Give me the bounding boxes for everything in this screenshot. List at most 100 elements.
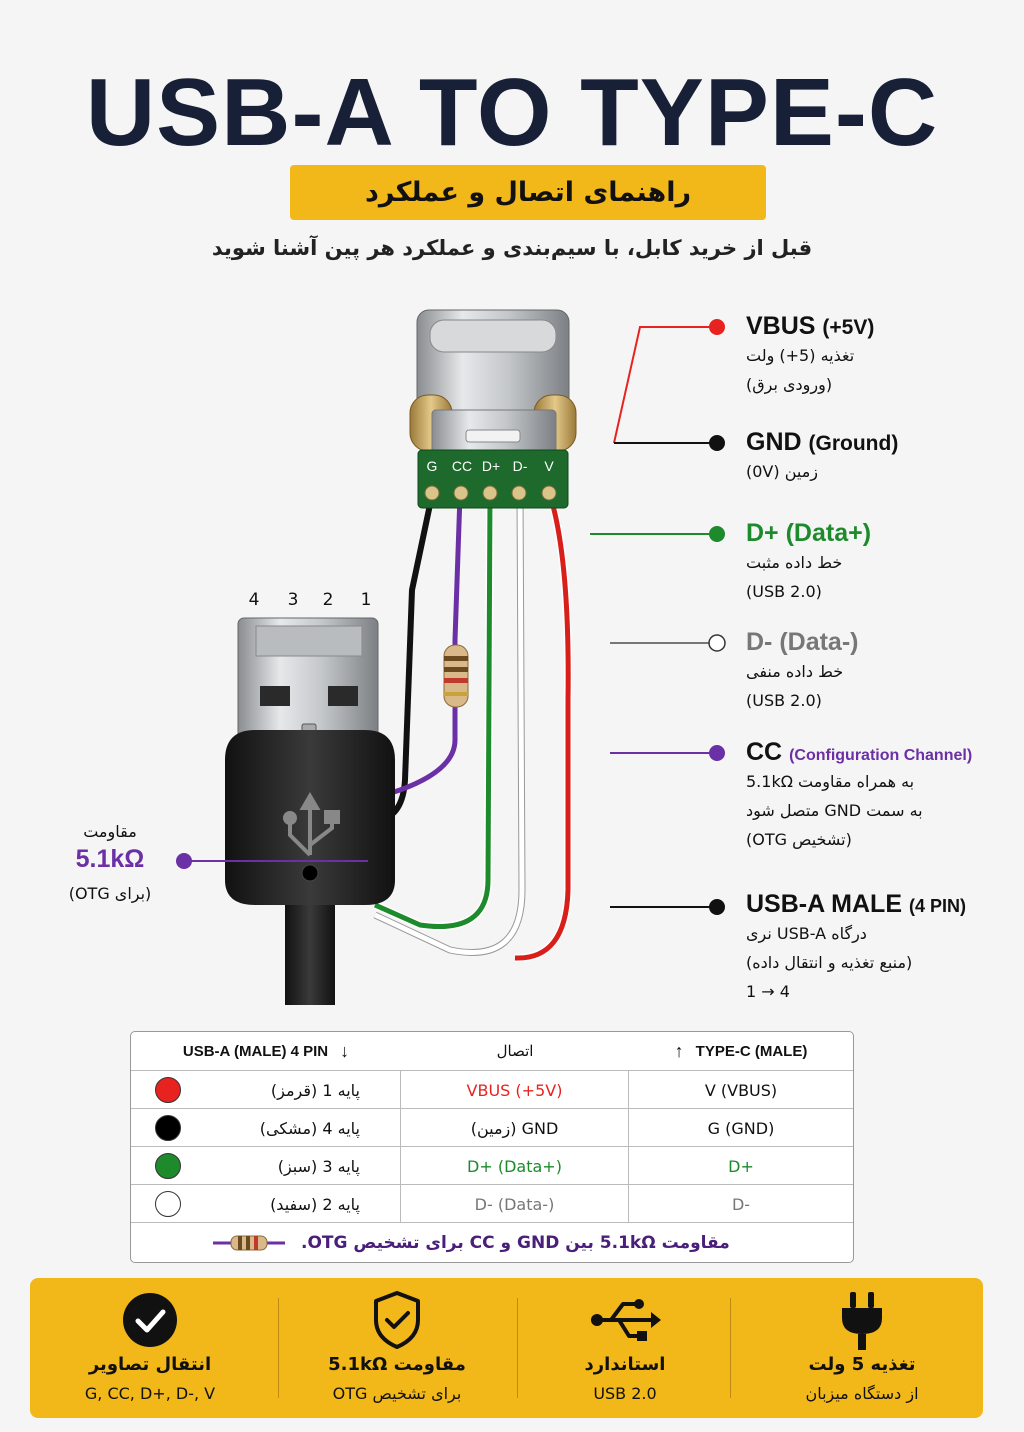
wire-purple [374, 494, 463, 801]
pin-cc-title: CC [746, 738, 783, 766]
table-header-typec-label: TYPE-C (MALE) [695, 1042, 808, 1060]
pin-dplus-line: (USB 2.0) [746, 582, 822, 601]
feature-sub: USB 2.0 [593, 1384, 657, 1403]
pin-dminus-line: (USB 2.0) [746, 691, 822, 710]
table-row: پایه 1 (قرمز) VBUS (+5V) V (VBUS) [131, 1070, 853, 1109]
pin-vbus-suffix: (+5V) [822, 316, 875, 339]
table-cell-connection: D+ (Data+) [401, 1147, 629, 1185]
pin-dminus-title: D- (Data-) [746, 628, 859, 656]
table-header-typec: ↑ TYPE-C (MALE) [629, 1032, 853, 1070]
pin-dminus-line: خط داده منفی [746, 662, 844, 681]
pin-cc-line: به سمت GND متصل شود [746, 801, 923, 820]
feature-title: تغذیه 5 ولت [808, 1354, 916, 1375]
pin-dplus-title: D+ (Data+) [746, 519, 872, 547]
table-header-usba: USB-A (MALE) 4 PIN ↓ [131, 1032, 401, 1070]
feature-resistor: مقاومت 5.1kΩ برای تشخیص OTG [282, 1278, 512, 1418]
table-cell-typec: D+ [728, 1156, 754, 1176]
pin-cc: CC (Configuration Channel) به همراه مقاو… [746, 738, 972, 854]
pin-gnd: GND (Ground) زمین (0V) [746, 428, 898, 486]
pin-gnd-line: زمین (0V) [746, 462, 819, 481]
table-row: پایه 2 (سفید) D- (Data-) D- [131, 1184, 853, 1223]
table-cell-typec: D- [731, 1194, 751, 1214]
table-cell-usba: پایه 3 (سبز) [277, 1156, 360, 1176]
pin-usba-line: (منبع تغذیه و انتقال داده) [746, 953, 913, 972]
feature-divider [730, 1298, 731, 1398]
pin-usba-line: 1 → 4 [746, 982, 790, 1001]
table-cell-typec: V (VBUS) [704, 1080, 778, 1100]
check-circle-icon [123, 1293, 177, 1347]
pin-vbus-title: VBUS [746, 312, 816, 340]
pin-vbus-line: تغذیه (5+) ولت [746, 346, 855, 365]
table-cell-usba: پایه 4 (مشکی) [259, 1118, 360, 1138]
table-cell-typec: G (GND) [707, 1118, 775, 1138]
table-cell-connection: VBUS (+5V) [401, 1071, 629, 1109]
feature-divider [278, 1298, 279, 1398]
pad-label-v: V [544, 458, 554, 474]
feature-usb-standard: استاندارد USB 2.0 [510, 1278, 740, 1418]
resistor-callout-value: 5.1kΩ [75, 845, 145, 873]
feature-divider [517, 1298, 518, 1398]
main-title: USB-A TO TYPE-C [85, 59, 939, 166]
pin-usba-suffix: (4 PIN) [908, 896, 966, 916]
pin-usba-line: درگاه USB-A نری [746, 924, 867, 943]
wire-color-dot [155, 1077, 181, 1103]
feature-sub: G, CC, D+, D-, V [84, 1384, 216, 1403]
arrow-up-icon: ↑ [674, 1040, 684, 1061]
table-cell-usba: پایه 2 (سفید) [270, 1194, 360, 1214]
feature-title: انتقال تصاویر [88, 1354, 212, 1375]
plug-icon [842, 1292, 882, 1350]
feature-title: استاندارد [584, 1354, 666, 1375]
intro-text: قبل از خرید کابل، با سیم‌بندی و عملکرد ه… [211, 236, 813, 260]
wire-red [514, 493, 573, 963]
feature-sub: از دستگاه میزبان [805, 1384, 919, 1403]
table-row: پایه 4 (مشکی) GND (زمین) G (GND) [131, 1108, 853, 1147]
shield-check-icon [374, 1291, 420, 1349]
arrow-down-icon: ↓ [340, 1040, 350, 1061]
resistor-5-1k [443, 644, 469, 708]
pad-label-dplus: D+ [481, 458, 501, 474]
wire-white [373, 494, 526, 956]
usba-pin-number: 4 [248, 590, 260, 610]
feature-sub: برای تشخیص OTG [332, 1384, 462, 1403]
usb-trident-icon [283, 792, 340, 857]
pin-cc-line: (تشخیص OTG) [746, 830, 852, 849]
table-header-row: USB-A (MALE) 4 PIN ↓ اتصال ↑ TYPE-C (MAL… [131, 1032, 853, 1070]
pin-vbus: VBUS (+5V) تغذیه (5+) ولت (ورودی برق) [746, 312, 874, 399]
feature-title: مقاومت 5.1kΩ [328, 1354, 466, 1375]
wire-color-dot [155, 1191, 181, 1217]
usba-pin-number: 1 [360, 590, 372, 610]
subtitle-banner: راهنمای اتصال و عملکرد [290, 165, 766, 220]
pin-dminus: D- (Data-) خط داده منفی (USB 2.0) [746, 628, 859, 715]
table-header-usba-label: USB-A (MALE) 4 PIN [182, 1042, 329, 1060]
wire-color-dot [155, 1153, 181, 1179]
usba-pin-number: 2 [322, 590, 334, 610]
usba-pin-number: 3 [287, 590, 299, 610]
features-footer: انتقال تصاویر G, CC, D+, D-, V مقاومت 5.… [30, 1278, 983, 1418]
pin-dplus: D+ (Data+) خط داده مثبت (USB 2.0) [746, 519, 871, 606]
resistor-callout-note: (برای OTG) [68, 884, 152, 903]
pin-mapping-table: USB-A (MALE) 4 PIN ↓ اتصال ↑ TYPE-C (MAL… [130, 1031, 854, 1263]
pin-cc-suffix: (Configuration Channel) [789, 747, 973, 764]
pin-gnd-title: GND [746, 428, 802, 456]
pin-usba-title: USB-A MALE [746, 890, 903, 918]
pad-label-cc: CC [451, 458, 473, 474]
pin-dplus-line: خط داده مثبت [746, 553, 843, 572]
pin-gnd-suffix: (Ground) [808, 432, 899, 455]
pin-usba-male: USB-A MALE (4 PIN) درگاه USB-A نری (منبع… [746, 890, 966, 1006]
wire-green [373, 494, 494, 931]
feature-image-transfer: انتقال تصاویر G, CC, D+, D-, V [35, 1278, 265, 1418]
resistor-icon [213, 1235, 285, 1251]
resistor-callout-label: مقاومت [83, 822, 137, 841]
pin-cc-line: به همراه مقاومت 5.1kΩ [746, 772, 915, 791]
table-note: مقاومت 5.1kΩ بین GND و CC برای تشخیص OTG… [301, 1233, 730, 1253]
usb-icon [591, 1299, 661, 1341]
typec-connector [409, 309, 577, 509]
callout-lines [176, 319, 726, 915]
feature-power: تغذیه 5 ولت از دستگاه میزبان [747, 1278, 977, 1418]
wire-color-dot [155, 1115, 181, 1141]
pad-label-g: G [426, 458, 438, 474]
table-cell-connection: GND (زمین) [401, 1109, 629, 1147]
pad-label-dminus: D- [512, 458, 528, 474]
table-row: پایه 3 (سبز) D+ (Data+) D+ [131, 1146, 853, 1185]
